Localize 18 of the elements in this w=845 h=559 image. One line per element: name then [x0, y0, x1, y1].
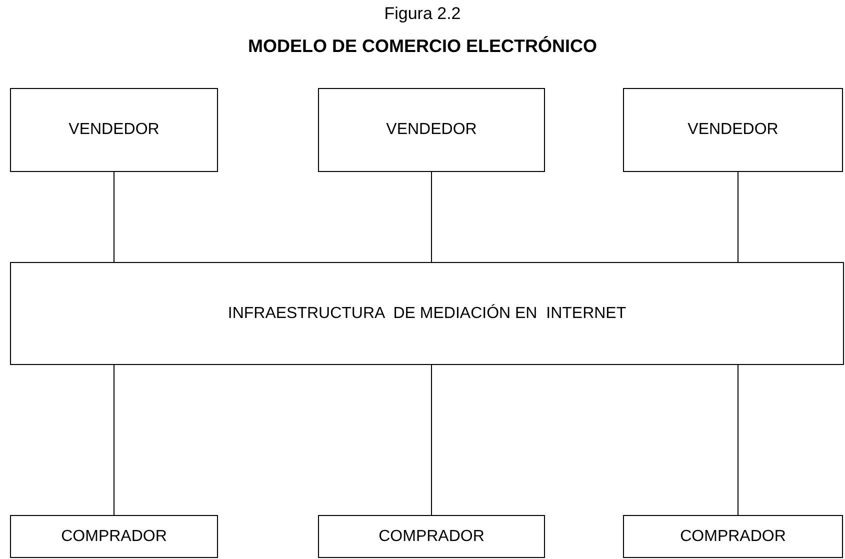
box: [623, 88, 843, 172]
diagram-title: MODELO DE COMERCIO ELECTRÓNICO: [246, 36, 598, 57]
box-label: COMPRADOR: [378, 528, 484, 546]
box-label: VENDEDOR: [688, 121, 778, 139]
box-label: INFRAESTRUCTURA DE MEDIACIÓN EN INTERNET: [228, 304, 626, 322]
box: [10, 515, 218, 558]
box: [10, 262, 844, 365]
box-label: COMPRADOR: [680, 528, 786, 546]
box-label: VENDEDOR: [386, 121, 477, 139]
box-label: COMPRADOR: [61, 528, 167, 546]
figure-number: Figura 2.2: [383, 4, 462, 24]
box-label: VENDEDOR: [68, 121, 160, 139]
connector-line: [431, 364, 432, 516]
connector-line: [431, 172, 432, 262]
box: [10, 88, 218, 172]
box: [318, 88, 545, 172]
box: [623, 515, 843, 558]
box: [318, 515, 545, 558]
